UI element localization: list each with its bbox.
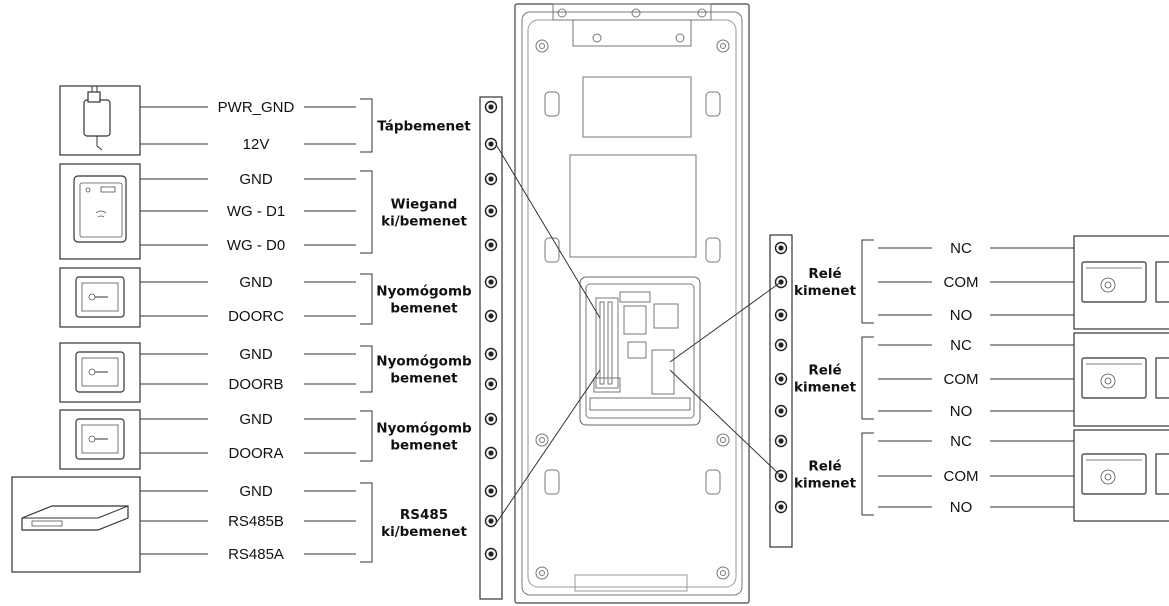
terminal-screw-icon xyxy=(774,338,788,352)
pin-label: NO xyxy=(950,499,973,516)
terminal-screw-icon xyxy=(484,275,498,289)
pin-label: GND xyxy=(239,483,273,500)
terminal-screw-icon xyxy=(774,434,788,448)
screw-icon xyxy=(716,566,730,580)
pin-label: 12V xyxy=(243,136,270,153)
group-label: Nyomógomb xyxy=(376,284,472,300)
pin-label: GND xyxy=(239,274,273,291)
group-label: Tápbemenet xyxy=(377,119,471,135)
power-adapter-icon xyxy=(59,85,141,156)
terminal-screw-icon xyxy=(484,412,498,426)
pin-label: WG - D1 xyxy=(227,203,285,220)
group-label: Relé xyxy=(808,459,841,475)
group-label: Nyomógomb xyxy=(376,354,472,370)
group-label: kimenet xyxy=(794,283,857,299)
group-label: Wiegand xyxy=(391,197,458,213)
electric-lock-icon xyxy=(1073,235,1169,330)
pin-label: PWR_GND xyxy=(218,99,295,116)
terminal-screw-icon xyxy=(484,347,498,361)
pin-label: GND xyxy=(239,171,273,188)
right-wiring: NCCOMNORelékimenetNCCOMNORelékimenetNCCO… xyxy=(794,239,1074,516)
electric-lock-icon xyxy=(1073,332,1169,427)
pin-label: NO xyxy=(950,307,973,324)
pin-label: NO xyxy=(950,403,973,420)
terminal-screw-icon xyxy=(774,241,788,255)
device-panel xyxy=(514,3,750,604)
screw-icon xyxy=(535,39,549,53)
terminal-screw-icon xyxy=(484,484,498,498)
screw-icon xyxy=(716,433,730,447)
pin-label: NC xyxy=(950,337,972,354)
group-label: bemenet xyxy=(390,438,458,454)
board-leads xyxy=(496,145,782,523)
pin-label: RS485A xyxy=(228,546,284,563)
pin-label: NC xyxy=(950,240,972,257)
terminal-screw-icon xyxy=(484,547,498,561)
group-label: Nyomógomb xyxy=(376,421,472,437)
exit-button-icon xyxy=(59,267,141,328)
exit-button-icon xyxy=(59,342,141,403)
pin-label: DOORB xyxy=(228,376,283,393)
exit-button-icon xyxy=(59,409,141,470)
terminal-screw-icon xyxy=(774,372,788,386)
terminal-screw-icon xyxy=(774,404,788,418)
pin-label: DOORC xyxy=(228,308,284,325)
terminal-screw-icon xyxy=(484,172,498,186)
group-label: ki/bemenet xyxy=(381,524,467,540)
rs485-device-icon xyxy=(11,476,141,573)
group-label: kimenet xyxy=(794,380,857,396)
electric-lock-icon xyxy=(1073,429,1169,522)
terminal-screw-icon xyxy=(484,377,498,391)
screw-icon xyxy=(716,39,730,53)
pin-label: GND xyxy=(239,411,273,428)
pin-label: COM xyxy=(944,371,979,388)
terminal-screw-icon xyxy=(484,514,498,528)
terminal-screw-icon xyxy=(484,309,498,323)
group-label: kimenet xyxy=(794,476,857,492)
terminal-screw-icon xyxy=(484,100,498,114)
terminal-screw-icon xyxy=(484,137,498,151)
pin-label: RS485B xyxy=(228,513,284,530)
terminal-screw-icon xyxy=(484,238,498,252)
pin-label: DOORA xyxy=(228,445,283,462)
screw-icon xyxy=(535,566,549,580)
group-label: bemenet xyxy=(390,301,458,317)
terminal-screw-icon xyxy=(484,204,498,218)
pin-label: GND xyxy=(239,346,273,363)
circuit-board xyxy=(579,276,701,426)
pin-label: COM xyxy=(944,468,979,485)
terminal-screw-icon xyxy=(484,446,498,460)
group-label: Relé xyxy=(808,363,841,379)
group-label: RS485 xyxy=(400,507,448,523)
card-reader-icon xyxy=(59,163,141,260)
right-terminal-strip xyxy=(769,234,793,548)
terminal-screw-icon xyxy=(774,308,788,322)
left-terminal-strip xyxy=(479,96,503,600)
pin-label: NC xyxy=(950,433,972,450)
screw-icon xyxy=(535,433,549,447)
group-label: Relé xyxy=(808,266,841,282)
terminal-screw-icon xyxy=(774,500,788,514)
group-label: bemenet xyxy=(390,371,458,387)
pin-label: COM xyxy=(944,274,979,291)
group-label: ki/bemenet xyxy=(381,214,467,230)
pin-label: WG - D0 xyxy=(227,237,285,254)
